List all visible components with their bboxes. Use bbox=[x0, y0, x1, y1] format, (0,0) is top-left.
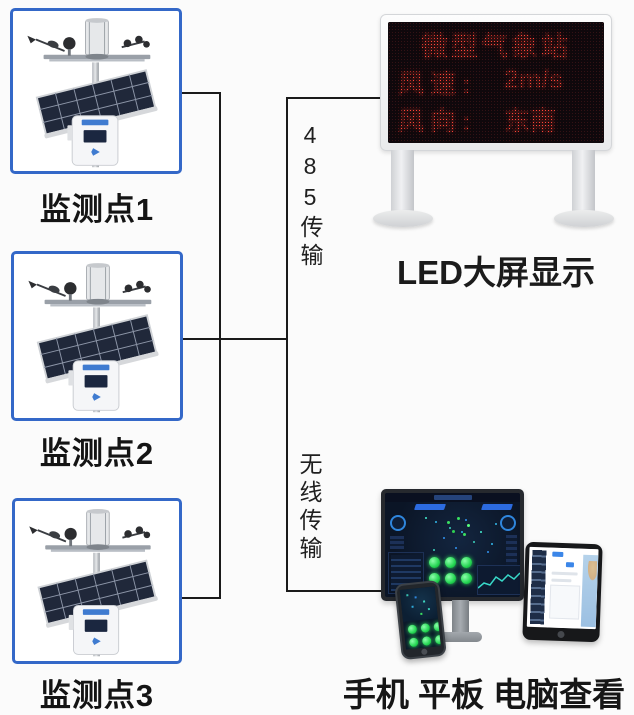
dashboard-tab-bar bbox=[414, 504, 446, 510]
wireless-transmission-label: 无线传输 bbox=[296, 452, 322, 564]
map-markers bbox=[447, 521, 450, 524]
status-dot bbox=[429, 557, 440, 568]
weather-station-icon bbox=[17, 503, 177, 659]
station-label-2: 监测点2 bbox=[39, 436, 155, 471]
led-row-value: 2m/s bbox=[504, 64, 564, 94]
station-card-2 bbox=[11, 251, 183, 421]
led-screen-title: 微型气象站 bbox=[421, 32, 571, 62]
weather-station-icon bbox=[16, 256, 178, 416]
led-caption: LED大屏显示 bbox=[397, 254, 595, 291]
status-dot bbox=[461, 557, 472, 568]
connector-station2 bbox=[183, 338, 288, 340]
stat-tiles bbox=[390, 536, 404, 549]
dashboard-screen bbox=[385, 493, 520, 597]
station-card-3 bbox=[12, 498, 182, 664]
stat-tiles bbox=[506, 535, 517, 569]
tablet-button bbox=[565, 562, 575, 568]
led-stand-base bbox=[373, 210, 433, 227]
gauge-icon bbox=[390, 515, 406, 531]
tablet-home-button bbox=[557, 630, 565, 639]
tablet-map-strip bbox=[580, 554, 599, 628]
monitor-stand bbox=[452, 600, 469, 634]
phone-map bbox=[399, 586, 438, 622]
led-row-label: 风向: bbox=[398, 106, 477, 136]
tablet-content bbox=[546, 547, 599, 630]
status-dot bbox=[420, 623, 431, 633]
tablet-button bbox=[552, 551, 564, 558]
tablet-text-row bbox=[551, 571, 578, 576]
dashboard-title-chip bbox=[433, 495, 472, 500]
monitor-stand-base bbox=[440, 632, 482, 642]
station-label-3: 监测点3 bbox=[39, 678, 155, 713]
led-row-windspeed: 风速: 2m/s bbox=[398, 64, 594, 101]
map-dots bbox=[406, 594, 409, 597]
status-indicator-grid bbox=[429, 557, 472, 584]
tablet-text-row bbox=[551, 578, 572, 583]
led-row-label: 湿度: bbox=[398, 138, 504, 143]
status-dot bbox=[429, 573, 440, 584]
connector-station3 bbox=[182, 597, 221, 599]
status-dot bbox=[445, 573, 456, 584]
station-card-1 bbox=[10, 8, 182, 174]
rs485-transmission-label: 485传输 bbox=[297, 122, 323, 271]
viewers-caption: 手机 平板 电脑查看 bbox=[342, 676, 626, 713]
status-dot bbox=[408, 637, 419, 648]
led-row-humidity: 湿度: 35% bbox=[398, 138, 594, 143]
led-screen: 微型气象站 风速: 2m/s 风向: 东南 湿度: 35% bbox=[388, 22, 604, 143]
phone-home-button bbox=[420, 648, 428, 656]
connector-station1 bbox=[182, 92, 221, 94]
status-dot bbox=[421, 636, 432, 646]
connector-to-led bbox=[286, 97, 382, 99]
status-dot bbox=[407, 624, 418, 635]
trend-chart bbox=[477, 565, 520, 595]
weather-station-icon bbox=[15, 13, 177, 169]
tablet bbox=[522, 541, 603, 643]
status-dot bbox=[461, 573, 472, 584]
station-label-1: 监测点1 bbox=[39, 192, 155, 227]
map-dots bbox=[425, 517, 427, 519]
led-row-label: 风速: bbox=[398, 69, 477, 99]
led-stand-leg bbox=[572, 150, 595, 212]
gauge-icon bbox=[500, 515, 516, 531]
tablet-card bbox=[549, 584, 581, 620]
connector-to-viewers bbox=[286, 590, 386, 592]
tablet-screen bbox=[526, 546, 599, 630]
connector-bus-vertical bbox=[219, 92, 221, 599]
led-row-winddir: 风向: 东南 bbox=[398, 101, 594, 138]
led-stand-base bbox=[554, 210, 614, 227]
desktop-monitor bbox=[381, 489, 524, 601]
status-dot bbox=[433, 621, 441, 632]
phone-screen bbox=[399, 586, 441, 650]
led-row-value: 35% bbox=[504, 138, 556, 143]
status-dot bbox=[445, 557, 456, 568]
status-dot bbox=[434, 634, 441, 645]
led-stand-leg bbox=[391, 150, 414, 212]
smartphone bbox=[394, 579, 447, 661]
tablet-sidebar bbox=[526, 546, 550, 628]
led-row-value: 东南 bbox=[504, 106, 557, 136]
connector-trunk-vertical bbox=[286, 97, 288, 592]
dashboard-tab-bar bbox=[481, 504, 513, 510]
status-indicator-grid bbox=[407, 621, 441, 648]
